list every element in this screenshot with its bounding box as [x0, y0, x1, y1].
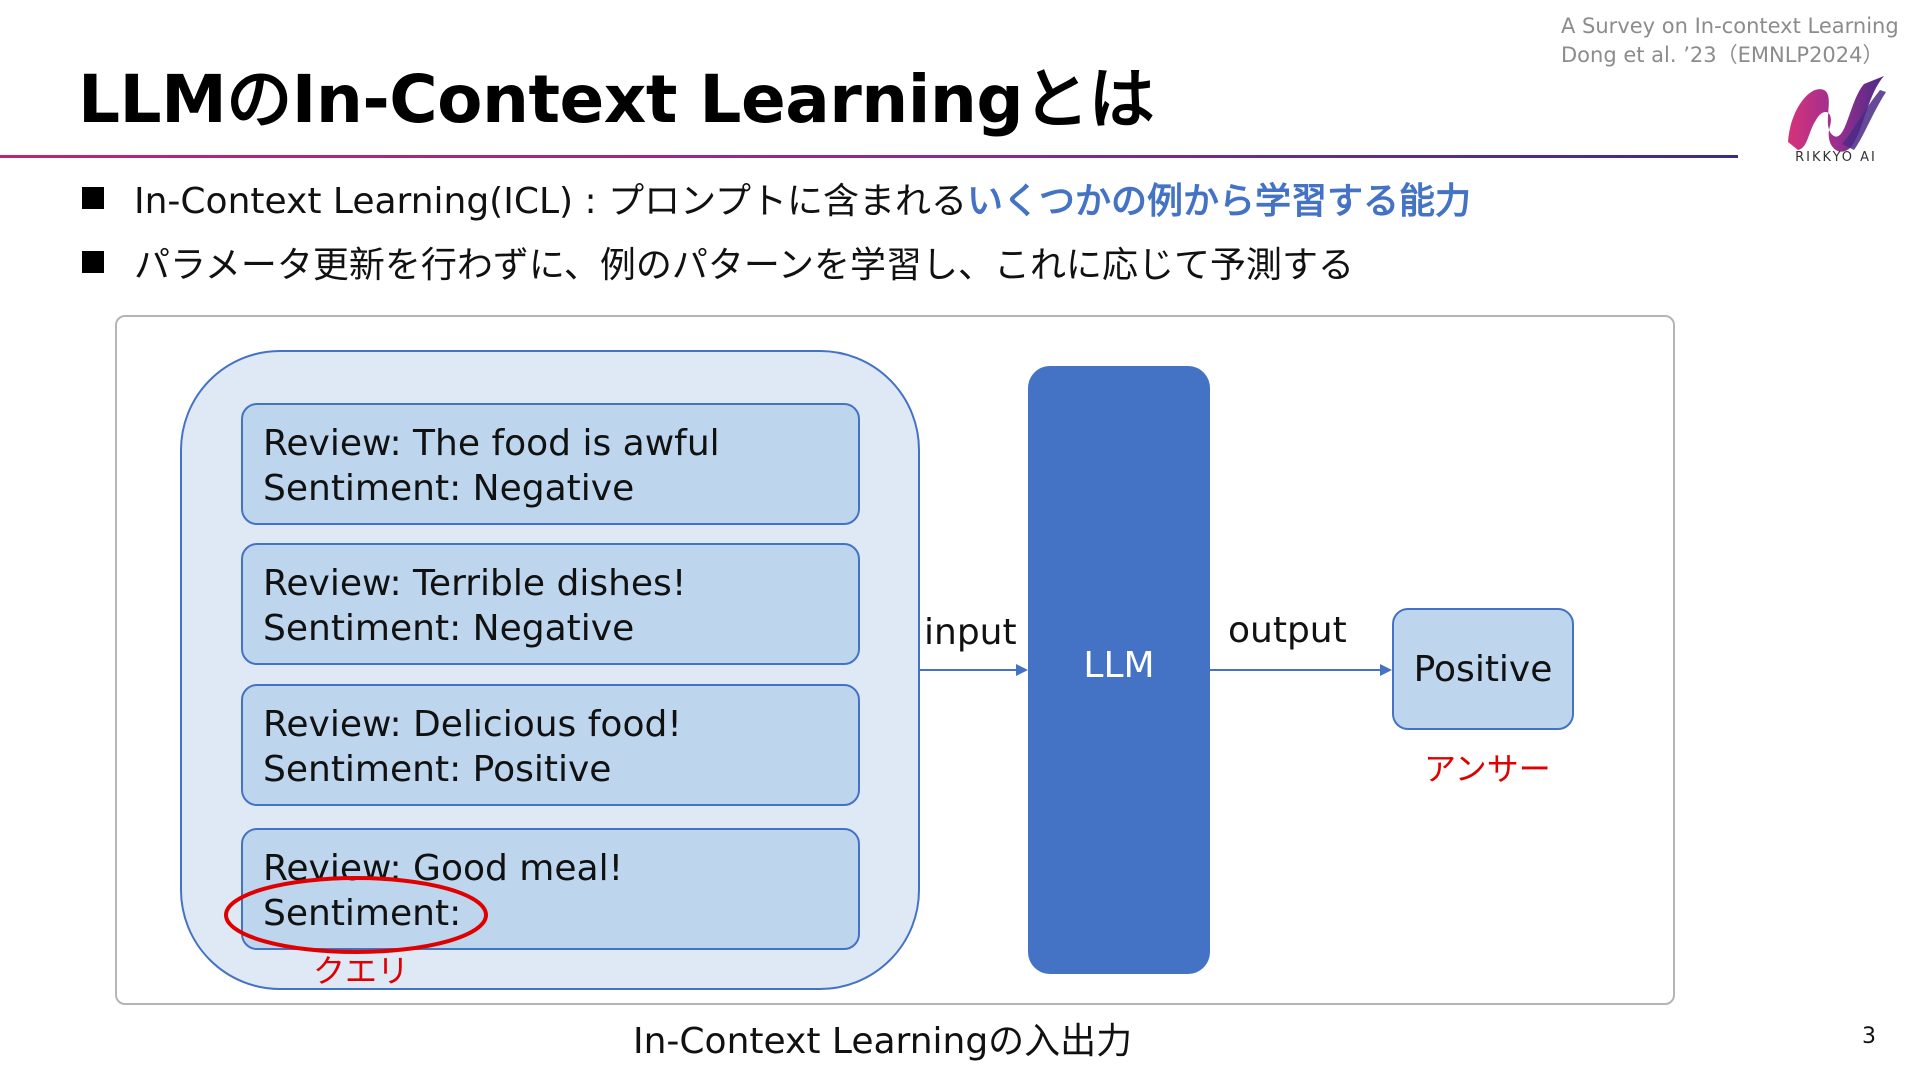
rikkyo-ai-logo	[1788, 76, 1886, 152]
citation: A Survey on In-context Learning Dong et …	[1561, 12, 1899, 70]
query-highlight-ellipse	[224, 876, 488, 954]
citation-authors: Dong et al. ’23（EMNLP2024）	[1561, 43, 1884, 67]
input-arrowhead	[1016, 664, 1028, 676]
query-label: クエリ	[313, 952, 410, 990]
page-number: 3	[1862, 1024, 1876, 1049]
citation-title: A Survey on In-context Learning	[1561, 14, 1899, 38]
answer-box: Positive	[1392, 608, 1574, 730]
slide-title: LLMのIn-Context Learningとは	[78, 61, 1155, 138]
llm-label: LLM	[1083, 645, 1155, 686]
example-box-3: Review: Delicious food! Sentiment: Posit…	[241, 684, 860, 806]
query-box: Review: Good meal! Sentiment:	[241, 828, 860, 950]
llm-box	[1028, 366, 1210, 974]
example-sentiment: Sentiment: Negative	[263, 608, 635, 649]
example-box-1: Review: The food is awful Sentiment: Neg…	[241, 403, 860, 525]
bullet-2: パラメータ更新を行わずに、例のパターンを学習し、これに応じて予測する	[82, 236, 1354, 288]
answer-label: アンサー	[1424, 750, 1551, 788]
square-bullet-icon	[82, 251, 104, 273]
example-sentiment: Sentiment: Positive	[263, 749, 612, 790]
query-review: Review: Good meal!	[263, 848, 623, 889]
example-box-2: Review: Terrible dishes! Sentiment: Nega…	[241, 543, 860, 665]
example-review: Review: The food is awful	[263, 423, 720, 464]
example-sentiment: Sentiment: Negative	[263, 468, 635, 509]
diagram-frame	[115, 315, 1675, 1005]
output-arrowhead	[1380, 664, 1392, 676]
square-bullet-icon	[82, 187, 104, 209]
bullet-1: In-Context Learning(ICL) : プロンプトに含まれるいくつ…	[82, 172, 1471, 224]
title-divider	[0, 155, 1738, 158]
bullet-2-text: パラメータ更新を行わずに、例のパターンを学習し、これに応じて予測する	[134, 245, 1355, 286]
bullet-1-highlight: いくつかの例から学習する能力	[967, 181, 1472, 222]
input-label: input	[924, 612, 1017, 653]
query-sentiment: Sentiment:	[263, 893, 462, 934]
output-label: output	[1228, 610, 1347, 651]
bullet-1-text: In-Context Learning(ICL) : プロンプトに含まれる	[134, 181, 968, 222]
answer-value: Positive	[1413, 648, 1553, 690]
example-review: Review: Delicious food!	[263, 704, 682, 745]
example-review: Review: Terrible dishes!	[263, 563, 687, 604]
logo-text: RIKKYO AI	[1795, 150, 1877, 165]
diagram-caption: In-Context Learningの入出力	[633, 1021, 1133, 1062]
